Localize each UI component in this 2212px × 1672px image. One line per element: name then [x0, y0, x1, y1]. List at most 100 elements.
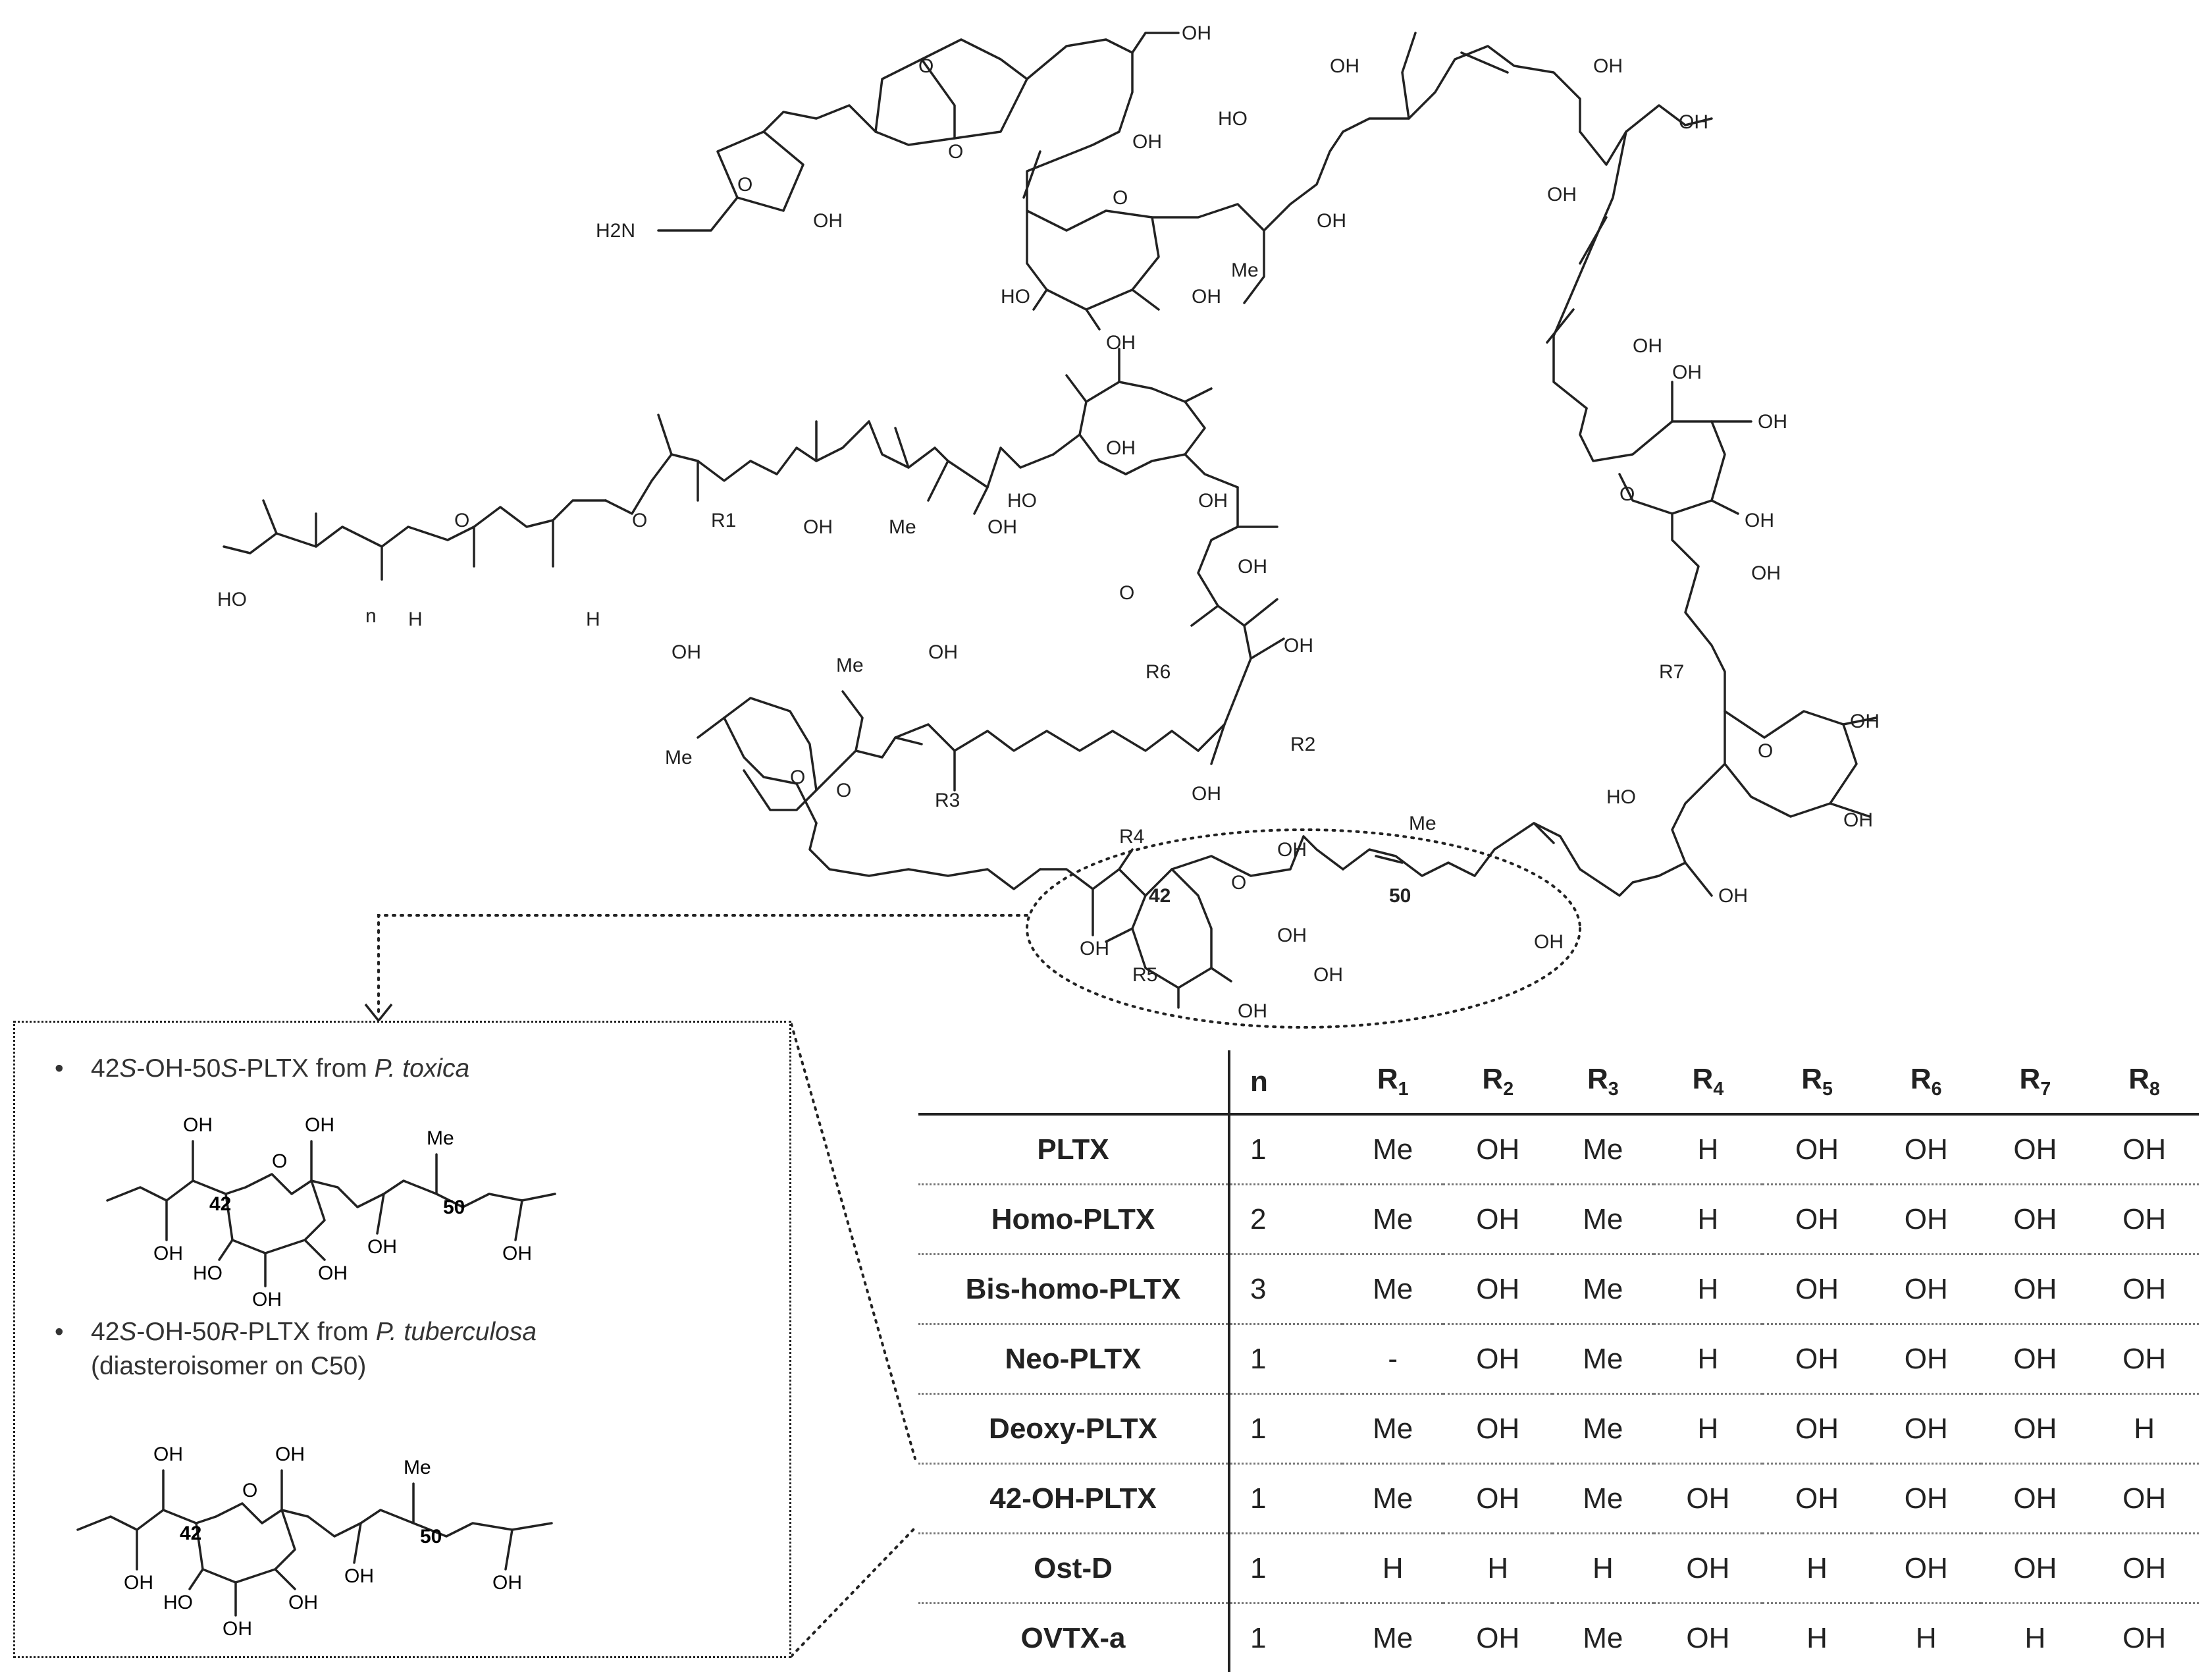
inset-c50-label: 50: [443, 1197, 465, 1218]
table-cell: OH: [1654, 1464, 1763, 1534]
hydroxy-label: OH: [813, 210, 843, 232]
oxygen-label: O: [1113, 187, 1128, 209]
table-cell: Me: [1342, 1604, 1443, 1672]
header-r3: R3: [1552, 1050, 1653, 1114]
inset-hydroxy-label: OH: [492, 1572, 522, 1594]
skeleton-bonds: [224, 33, 1876, 1008]
table-cell: 3: [1229, 1254, 1342, 1324]
table-cell: OH: [1981, 1114, 2090, 1185]
inset-structure-toxica: OH 42 O OH Me 50 OH HO OH OH OH OH: [94, 1089, 621, 1312]
table-cell: 2: [1229, 1185, 1342, 1254]
hydroxy-label: OH: [928, 641, 958, 663]
header-r6: R6: [1872, 1050, 1981, 1114]
hydroxy-label: OH: [672, 641, 701, 663]
hydroxy-label: OH: [1843, 809, 1873, 831]
hydroxy-label: OH: [1547, 184, 1577, 205]
hydroxy-label: OH: [1317, 210, 1346, 232]
diastereomer-inset: • 42S-OH-50S-PLTX from P. toxica OH 42 O…: [13, 1021, 791, 1658]
hydroxy-label: OH: [1238, 556, 1267, 578]
hydroxy-label: OH: [1534, 931, 1564, 953]
table-cell: OH: [2090, 1185, 2199, 1254]
inset-hydroxy-label: OH: [275, 1443, 305, 1465]
table-cell: OH: [1762, 1394, 1872, 1464]
r5-label: R5: [1132, 964, 1157, 986]
inset-hydroxy-label: OH: [288, 1592, 318, 1613]
compound-name: Homo-PLTX: [918, 1185, 1229, 1254]
hydroxy-label: OH: [1850, 711, 1880, 732]
inset-note: (diasteroisomer on C50): [91, 1352, 366, 1381]
inset-hydroxy-label: OH: [305, 1114, 334, 1136]
callout-arrow: [379, 915, 1027, 1017]
table-cell: H: [1654, 1114, 1763, 1185]
table-cell: H: [1654, 1324, 1763, 1394]
hydroxy-label: OH: [1751, 562, 1781, 584]
table-cell: OH: [1762, 1185, 1872, 1254]
inset-hydroxy-label: OH: [153, 1243, 183, 1264]
table-cell: H: [1342, 1534, 1443, 1604]
table-cell: 1: [1229, 1394, 1342, 1464]
compound-name: 42-OH-PLTX: [918, 1464, 1229, 1534]
r3-label: R3: [935, 790, 960, 811]
hydroxy-label: OH: [1192, 286, 1221, 308]
oxygen-label: O: [790, 767, 805, 788]
inset-hydroxy-label: OH: [252, 1289, 282, 1310]
r1-label: R1: [711, 510, 736, 531]
table-cell: Me: [1552, 1324, 1653, 1394]
header-r7: R7: [1981, 1050, 2090, 1114]
table-cell: Me: [1552, 1114, 1653, 1185]
hydroxy-left-label: HO: [1606, 786, 1636, 808]
inset-hydroxy-left-label: HO: [163, 1592, 193, 1613]
inset-c42-label: 42: [209, 1193, 231, 1215]
table-cell: Me: [1342, 1394, 1443, 1464]
oxygen-label: O: [632, 510, 647, 531]
header-r4: R4: [1654, 1050, 1763, 1114]
inset-connector-top: [791, 1024, 915, 1459]
oxygen-label: O: [1620, 483, 1635, 505]
hydroxy-left-label: HO: [217, 589, 247, 610]
table-cell: Me: [1552, 1394, 1653, 1464]
header-r5: R5: [1762, 1050, 1872, 1114]
r6-label: R6: [1146, 661, 1171, 683]
bullet-dot: •: [55, 1316, 64, 1349]
hydroxy-label: OH: [1192, 783, 1221, 805]
hydroxy-label: OH: [1198, 490, 1228, 512]
oxygen-label: O: [1231, 872, 1246, 894]
inset-hydroxy-label: OH: [124, 1572, 153, 1594]
table-cell: OH: [1443, 1114, 1552, 1185]
inset-connector-bottom: [791, 1528, 915, 1656]
hydroxy-label: OH: [1284, 635, 1313, 657]
table-cell: H: [1872, 1604, 1981, 1672]
r4-label: R4: [1119, 826, 1144, 848]
hydroxy-left-label: HO: [1007, 490, 1037, 512]
oxygen-label: O: [948, 141, 963, 163]
table-cell: 1: [1229, 1114, 1342, 1185]
hydroxy-label: OH: [988, 516, 1017, 538]
table-cell: OH: [1443, 1324, 1552, 1394]
amine-label: H2N: [596, 220, 635, 242]
r2-label: R2: [1290, 734, 1315, 755]
nitrogen-label: H: [408, 608, 423, 630]
oxygen-label: O: [737, 174, 752, 196]
table-cell: OH: [1981, 1394, 2090, 1464]
methyl-label: Me: [889, 516, 916, 538]
table-cell: Me: [1552, 1185, 1653, 1254]
table-cell: OH: [1654, 1604, 1763, 1672]
hydroxy-label: OH: [1182, 22, 1211, 44]
table-cell: OH: [1443, 1254, 1552, 1324]
compound-name: Ost-D: [918, 1534, 1229, 1604]
table-cell: OH: [1654, 1534, 1763, 1604]
table-cell: OH: [1443, 1185, 1552, 1254]
hydroxy-label: OH: [1277, 925, 1307, 946]
table-cell: H: [1654, 1394, 1763, 1464]
header-r1: R1: [1342, 1050, 1443, 1114]
hydroxy-label: OH: [803, 516, 833, 538]
methyl-label: Me: [1409, 813, 1436, 834]
hydroxy-label: OH: [1238, 1000, 1267, 1022]
inset-c42-label: 42: [180, 1523, 201, 1544]
inset-methyl-label: Me: [404, 1457, 431, 1478]
table-cell: Me: [1342, 1254, 1443, 1324]
hydroxy-label: OH: [1106, 332, 1136, 354]
